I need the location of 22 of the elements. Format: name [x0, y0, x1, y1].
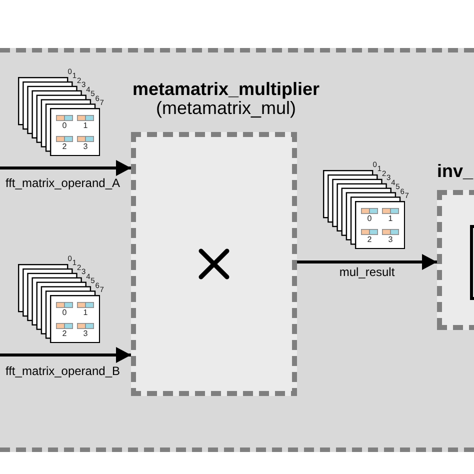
- tile-index: 3: [83, 142, 88, 150]
- arrow: [0, 347, 131, 363]
- tile-index: 0: [62, 308, 67, 316]
- tile-index: 2: [367, 236, 372, 244]
- tile-index: 1: [388, 214, 393, 222]
- tile-index: 0: [367, 214, 372, 222]
- tile-index: 1: [83, 122, 88, 130]
- tile-index: 0: [62, 122, 67, 130]
- arrow: [0, 160, 131, 176]
- module-title: metamatrix_multiplier: [132, 80, 320, 99]
- tile-index: 2: [62, 142, 67, 150]
- inner-box: [470, 225, 474, 300]
- module-subtitle: (metamatrix_mul): [156, 99, 296, 118]
- edge-label: mul_result: [338, 265, 396, 279]
- tile-index: 2: [62, 330, 67, 338]
- edge-label: fft_matrix_operand_B: [4, 364, 121, 378]
- tile-index: 3: [83, 330, 88, 338]
- edge-label: fft_matrix_operand_A: [4, 176, 121, 190]
- arrow: [297, 254, 437, 270]
- tile-index: 3: [388, 236, 393, 244]
- module-title: inv_: [437, 162, 474, 181]
- tile-index: 1: [83, 308, 88, 316]
